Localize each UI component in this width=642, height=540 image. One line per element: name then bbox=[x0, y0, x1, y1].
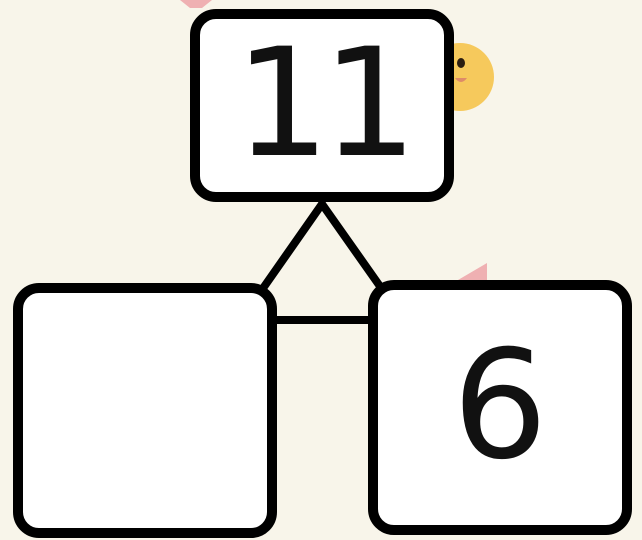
top-number-text: 11 bbox=[235, 29, 410, 179]
connector-left bbox=[259, 204, 322, 294]
right-number-text: 6 bbox=[452, 331, 547, 481]
left-number-box[interactable] bbox=[13, 283, 277, 538]
connector-right bbox=[322, 204, 384, 292]
top-number-box: 11 bbox=[190, 9, 454, 202]
right-number-box: 6 bbox=[368, 280, 632, 535]
